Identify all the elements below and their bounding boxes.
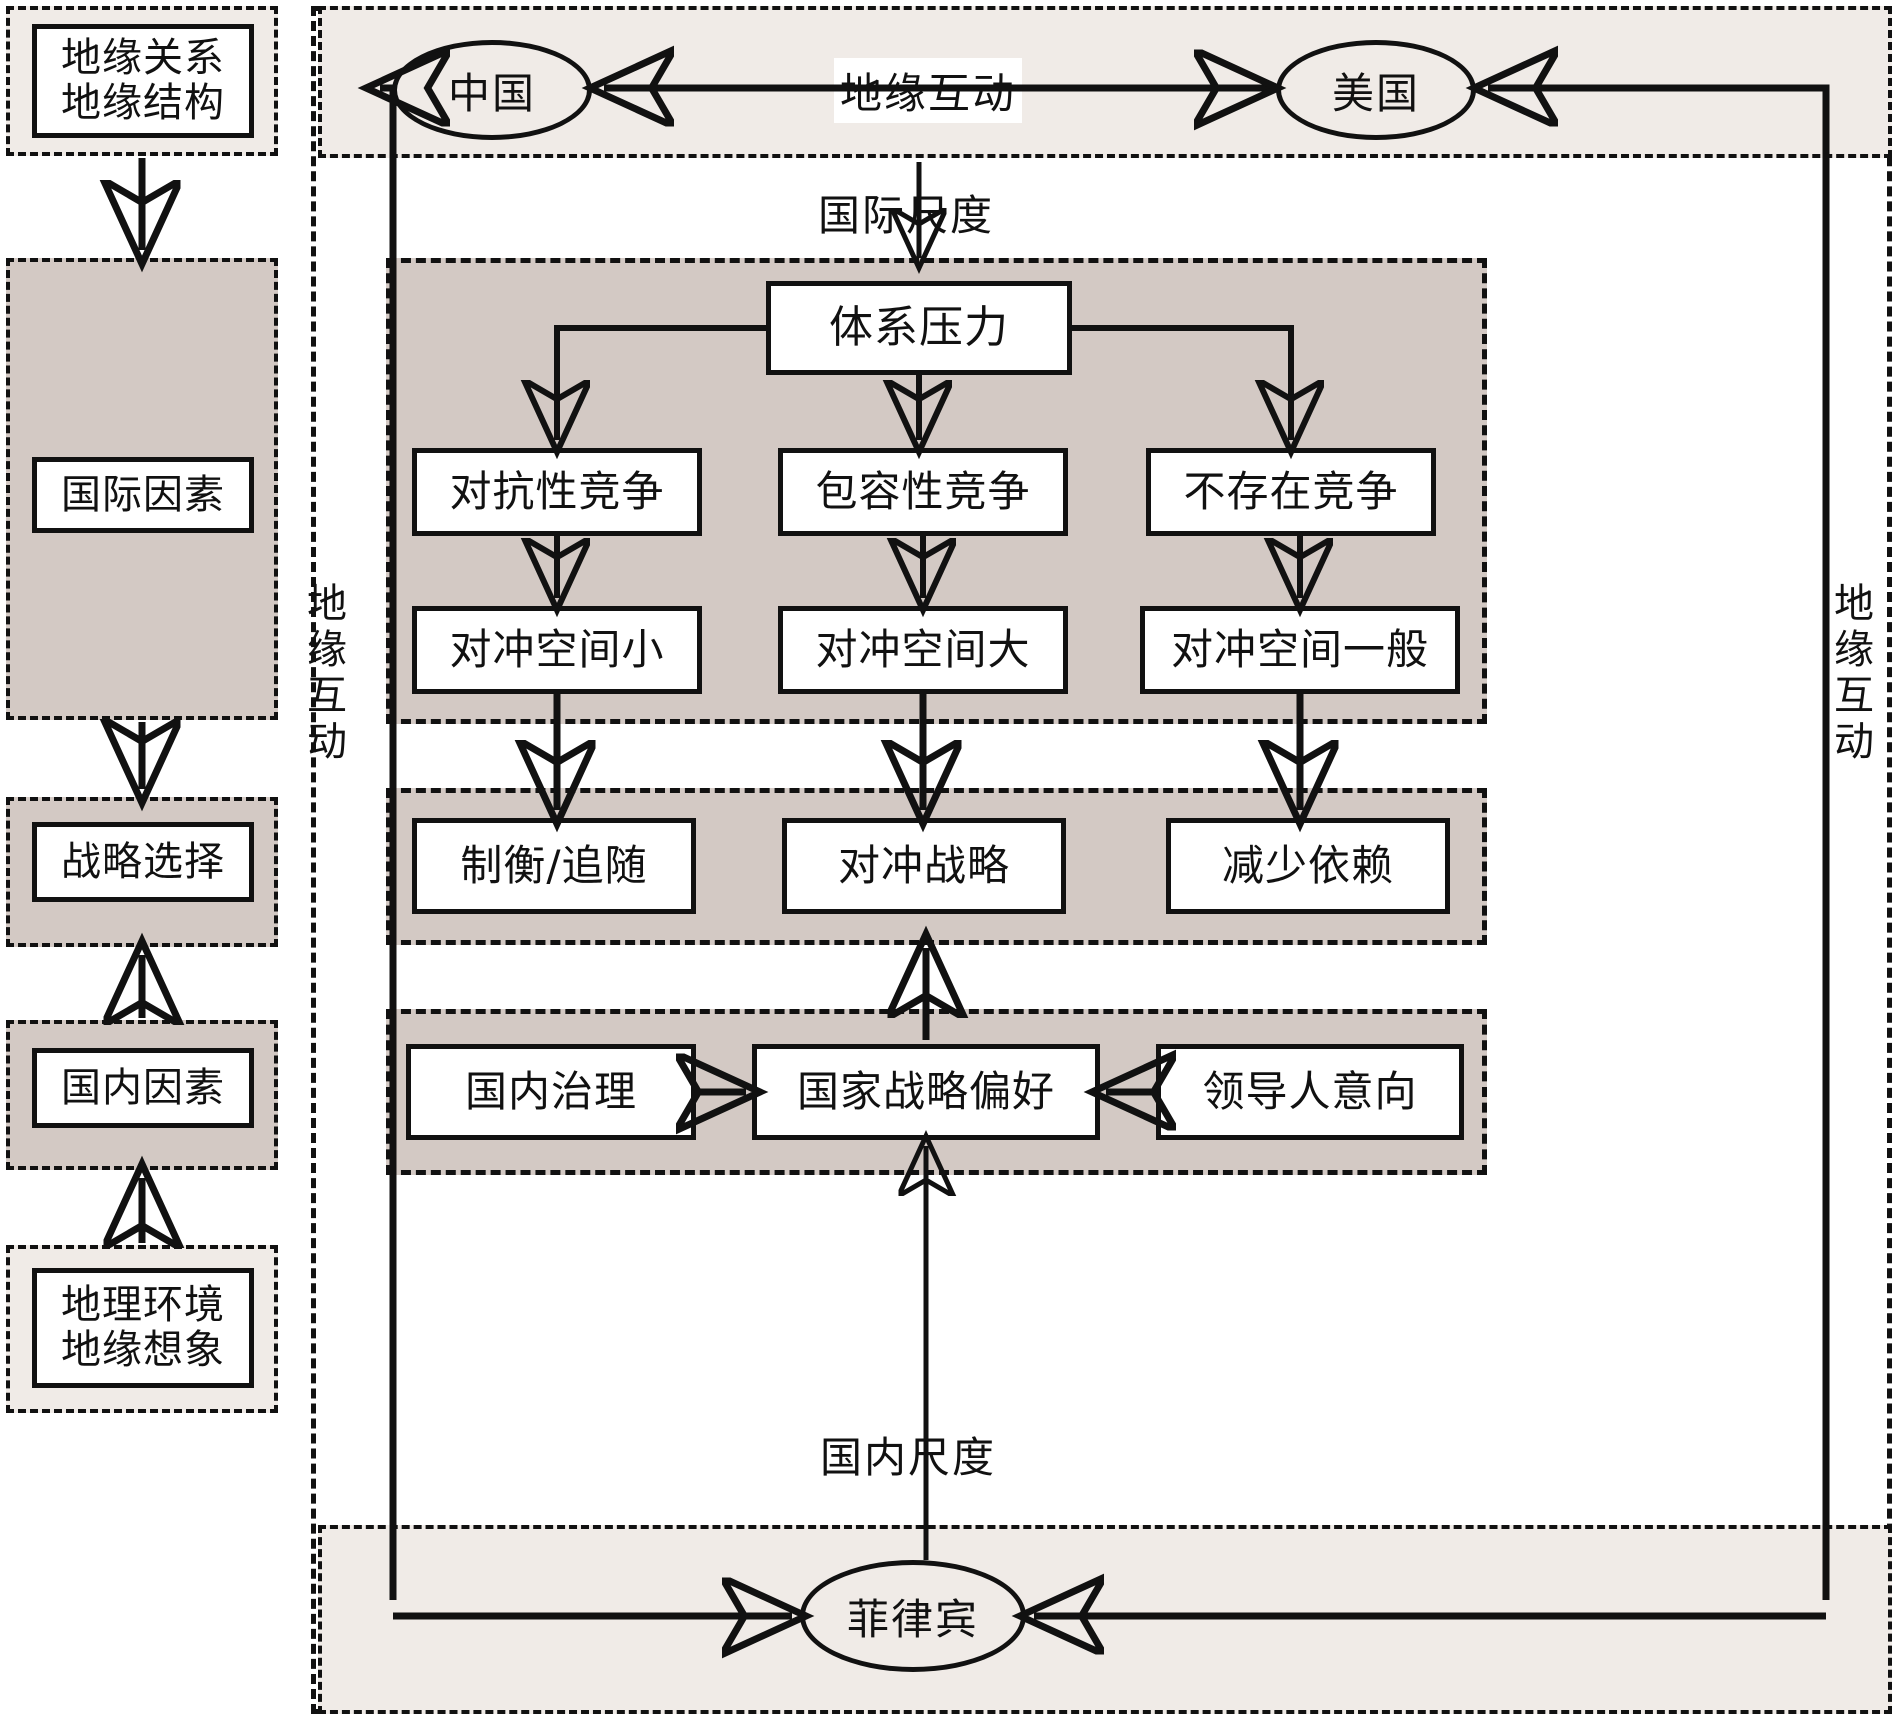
node-strategy-hedging-label: 对冲战略 (837, 841, 1010, 891)
actor-usa[interactable]: 美国 (1276, 40, 1476, 140)
actor-china[interactable]: 中国 (392, 40, 592, 140)
node-national-strategy-preference[interactable]: 国家战略偏好 (752, 1044, 1100, 1140)
label-geo-interaction-top: 地缘互动 (834, 58, 1023, 123)
node-competition-inclusive-label: 包容性竞争 (815, 467, 1031, 517)
label-international-scale: 国际尺度 (818, 191, 995, 240)
node-leader-intention-label: 领导人意向 (1202, 1067, 1418, 1117)
node-geo-environment-line1: 地理环境 (61, 1282, 225, 1329)
node-domestic-factor-label: 国内因素 (61, 1064, 225, 1111)
node-systemic-pressure[interactable]: 体系压力 (766, 281, 1072, 375)
node-strategy-balance-bandwagon-label: 制衡/追随 (460, 841, 648, 891)
label-domestic-scale: 国内尺度 (820, 1433, 997, 1482)
node-geo-relation-line2: 地缘结构 (61, 80, 225, 126)
actor-china-label: 中国 (447, 68, 536, 118)
node-competition-confrontational[interactable]: 对抗性竞争 (412, 448, 702, 536)
node-international-factor-label: 国际因素 (61, 471, 225, 518)
node-hedge-space-average-label: 对冲空间一般 (1170, 625, 1429, 675)
node-geo-environment-line2: 地缘想象 (61, 1327, 225, 1373)
node-domestic-governance[interactable]: 国内治理 (406, 1044, 696, 1140)
node-competition-confrontational-label: 对抗性竞争 (449, 467, 665, 517)
label-geo-interaction-left: 地缘互动 (300, 582, 346, 766)
node-strategy-choice[interactable]: 战略选择 (32, 822, 254, 902)
node-strategy-choice-label: 战略选择 (61, 838, 225, 885)
node-domestic-governance-label: 国内治理 (464, 1067, 637, 1117)
node-competition-absent[interactable]: 不存在竞争 (1146, 448, 1436, 536)
node-strategy-hedging[interactable]: 对冲战略 (782, 818, 1066, 914)
node-strategy-reduce-dependence-label: 减少依赖 (1221, 841, 1394, 891)
node-hedge-space-small-label: 对冲空间小 (449, 625, 665, 675)
actor-philippines-label: 菲律宾 (846, 1594, 979, 1644)
node-strategy-reduce-dependence[interactable]: 减少依赖 (1166, 818, 1450, 914)
node-hedge-space-average[interactable]: 对冲空间一般 (1140, 606, 1460, 694)
node-competition-inclusive[interactable]: 包容性竞争 (778, 448, 1068, 536)
node-geo-relation-line1: 地缘关系 (61, 35, 225, 82)
band-philippines (318, 1525, 1892, 1714)
node-international-factor[interactable]: 国际因素 (32, 457, 254, 533)
node-national-strategy-preference-label: 国家战略偏好 (796, 1067, 1055, 1117)
label-geo-interaction-right: 地缘互动 (1827, 582, 1873, 766)
node-leader-intention[interactable]: 领导人意向 (1156, 1044, 1464, 1140)
node-hedge-space-large-label: 对冲空间大 (815, 625, 1031, 675)
node-geo-environment[interactable]: 地理环境 地缘想象 (32, 1268, 254, 1388)
node-competition-absent-label: 不存在竞争 (1183, 467, 1399, 517)
node-hedge-space-large[interactable]: 对冲空间大 (778, 606, 1068, 694)
actor-usa-label: 美国 (1331, 68, 1420, 118)
actor-philippines[interactable]: 菲律宾 (800, 1560, 1026, 1672)
node-systemic-pressure-label: 体系压力 (829, 302, 1009, 354)
node-geo-relation[interactable]: 地缘关系 地缘结构 (32, 24, 254, 138)
node-strategy-balance-bandwagon[interactable]: 制衡/追随 (412, 818, 696, 914)
node-hedge-space-small[interactable]: 对冲空间小 (412, 606, 702, 694)
node-domestic-factor[interactable]: 国内因素 (32, 1048, 254, 1128)
